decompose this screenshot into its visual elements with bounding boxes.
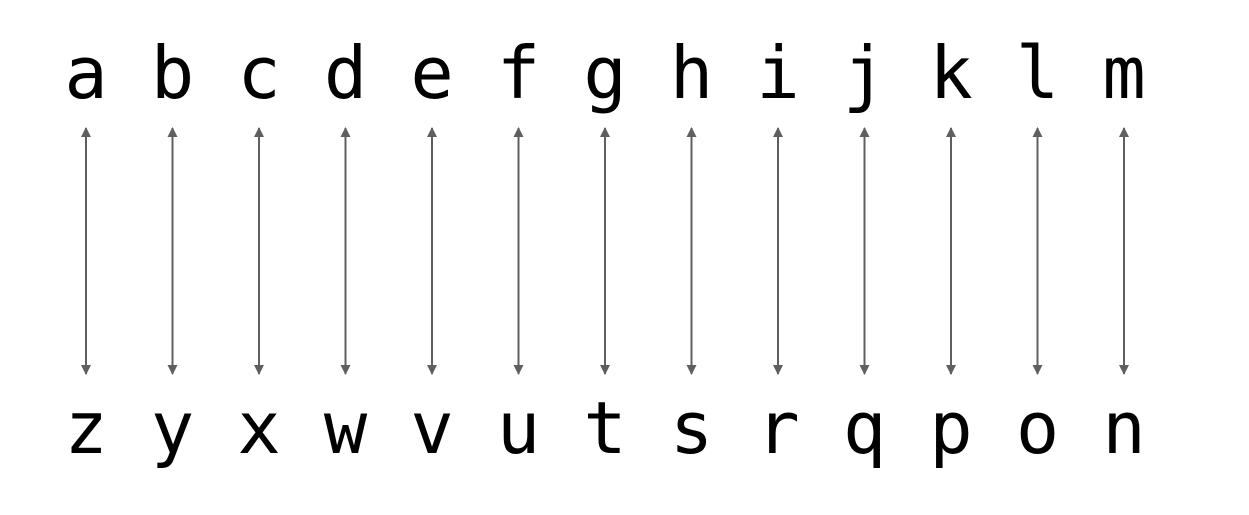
bottom-letter-u: u [497,386,540,470]
mapping-arrows [81,127,1129,375]
top-letter-b: b [151,31,194,115]
bottom-letter-z: z [64,386,107,470]
top-letter-a: a [64,31,107,115]
bottom-letter-o: o [1016,386,1059,470]
bottom-letter-n: n [1102,386,1145,470]
bottom-letter-r: r [756,386,799,470]
top-letter-i: i [756,31,799,115]
top-letter-g: g [583,31,626,115]
top-letter-e: e [410,31,453,115]
top-letter-c: c [237,31,280,115]
top-letter-l: l [1016,31,1059,115]
bottom-letter-v: v [410,386,453,470]
bottom-letter-p: p [929,386,972,470]
bottom-letter-s: s [670,386,713,470]
top-letter-f: f [497,31,540,115]
bottom-letter-q: q [843,386,886,470]
top-letter-d: d [324,31,367,115]
top-letter-k: k [929,31,972,115]
top-letter-j: j [843,31,886,115]
bottom-letter-w: w [324,386,368,470]
top-letter-m: m [1102,31,1145,115]
top-letter-h: h [670,31,713,115]
bottom-letter-x: x [237,386,280,470]
bottom-letter-y: y [151,386,194,470]
bottom-letter-t: t [583,386,626,470]
